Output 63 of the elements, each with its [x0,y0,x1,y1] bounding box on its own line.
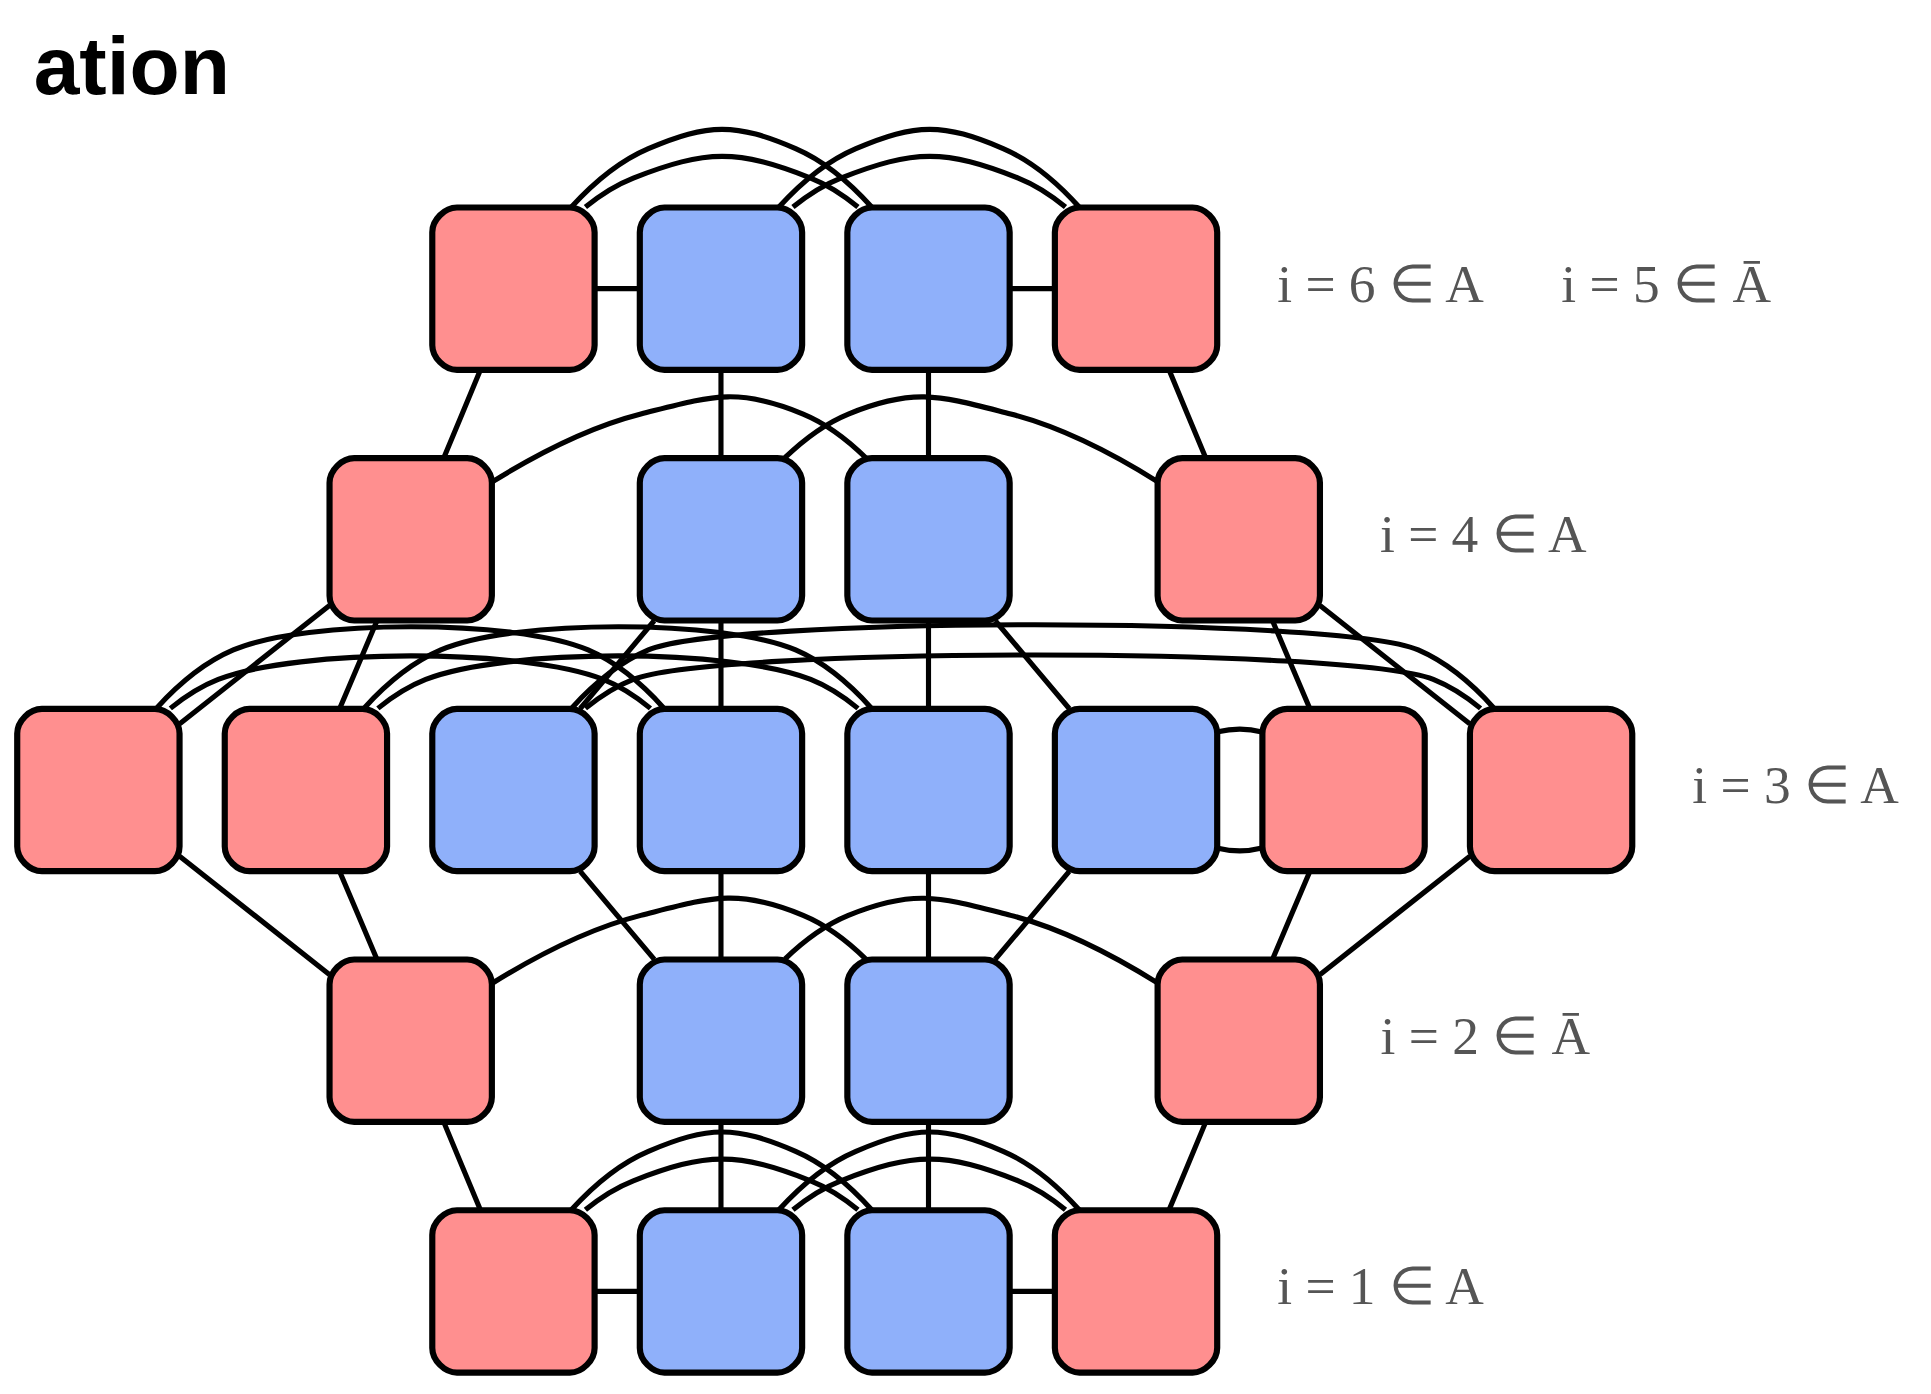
node-box [1051,705,1220,874]
connector [577,618,656,710]
label: i = 5 ∈ Ā [1560,253,1771,314]
node-box [1154,955,1323,1125]
node-box [843,454,1013,624]
connector [782,393,1159,484]
connector [168,652,652,710]
connector [776,1129,1081,1212]
connector [594,285,639,291]
node-box [13,705,183,874]
node-box [428,705,598,874]
node-box [636,705,805,874]
node-box [636,955,805,1125]
connector [992,618,1071,710]
connector [577,869,656,961]
connector [1317,603,1471,726]
connector [569,126,874,209]
node-box [636,1206,805,1376]
connector [717,620,724,709]
node-box [221,705,390,874]
node-box [843,1206,1013,1376]
connector [1009,285,1055,291]
connector [594,1288,639,1294]
connector [583,153,860,209]
node-box [1051,1206,1220,1376]
node-box [428,1206,598,1376]
node-box [428,203,598,373]
label: i = 2 ∈ Ā [1380,1005,1590,1066]
connector [153,623,666,710]
node-box [325,955,495,1125]
connector [361,623,874,710]
node-box [636,454,805,624]
node-box [1051,203,1220,373]
connector [177,853,331,976]
connector [992,869,1071,961]
connector [1009,1288,1055,1294]
node-box [843,705,1013,874]
connector [790,1156,1067,1212]
connector [776,126,1081,209]
connector [1318,853,1471,976]
node-box [636,203,805,373]
connector [583,1156,860,1212]
connector [375,652,860,710]
label: i = 4 ∈ A [1379,503,1587,564]
node-box [843,203,1013,373]
node-box [1258,705,1428,874]
connector [782,895,1159,985]
connector [1216,845,1263,853]
connector [925,620,931,709]
diagram-title: ation [33,19,230,111]
connector [177,603,331,726]
node-box [1466,705,1635,874]
node-box [325,454,495,624]
connector [583,651,1482,710]
label: i = 3 ∈ A [1691,754,1899,815]
node-box [843,955,1013,1125]
connector [790,153,1067,209]
node-box [1154,454,1323,624]
label: i = 1 ∈ A [1276,1255,1484,1316]
connector [569,621,1496,710]
connector [1216,726,1263,734]
connector [569,1129,874,1212]
label: i = 6 ∈ A [1276,253,1484,314]
